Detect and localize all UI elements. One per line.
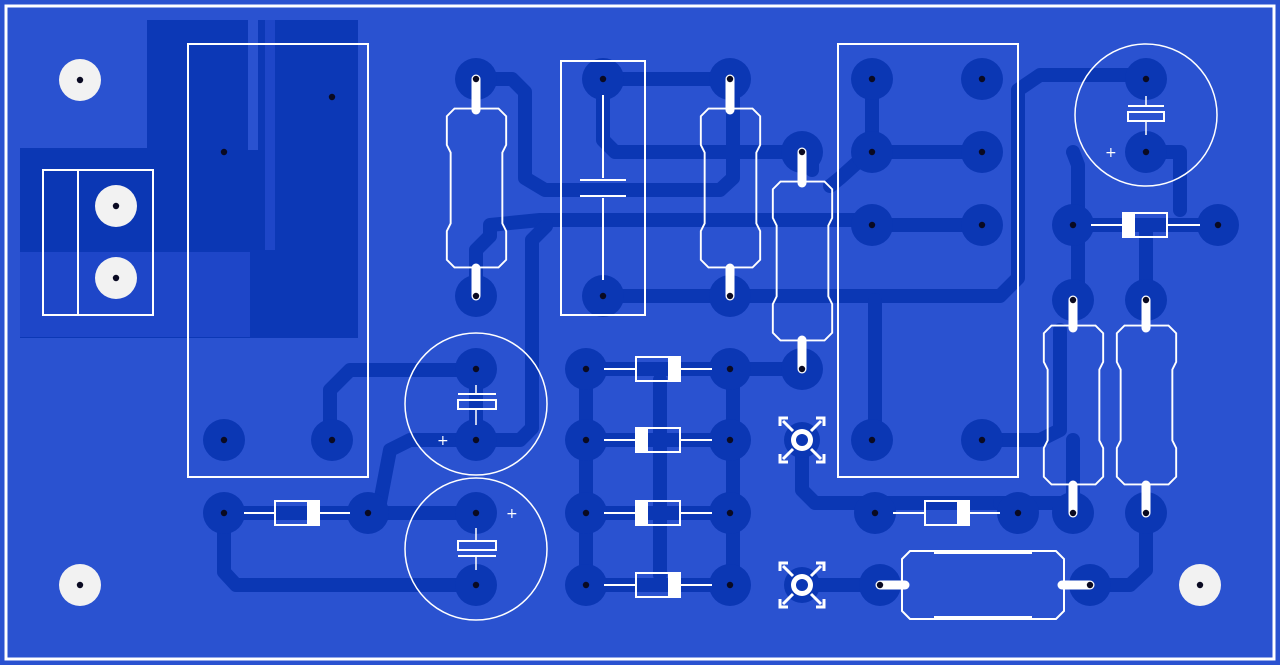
electrolytic-capacitor-1 [404,332,548,476]
relay-2-outline [837,43,1019,478]
drill-holes [76,75,1222,589]
resistor-4 [1042,295,1105,518]
resistor-2 [699,74,762,301]
polarity-mark-3: + [1105,145,1117,161]
diodes [244,212,1200,598]
electrolytic-capacitor-3 [1074,43,1218,187]
resistor-1 [445,74,508,301]
test-point-1 [778,416,826,464]
relay-1-outline [187,43,369,478]
electrolytic-capacitor-2 [404,477,548,621]
resistor-3 [771,147,834,374]
resistor-6 [875,550,1095,620]
test-point-2 [778,561,826,609]
film-capacitor [560,60,646,316]
copper-pour-shade [20,20,275,337]
polarity-mark-1: + [437,433,449,449]
resistor-5 [1115,295,1178,518]
polarity-mark-2: + [506,506,518,522]
board-outline [4,4,1276,661]
